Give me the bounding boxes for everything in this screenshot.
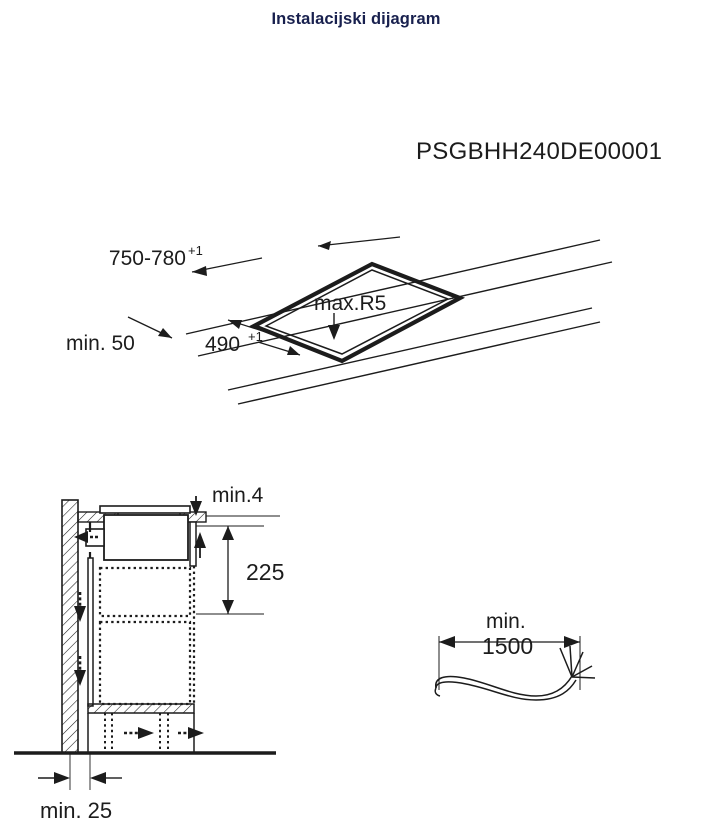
dimension-depth-tolerance: +1 xyxy=(248,329,263,344)
dimension-depth: 490 +1 xyxy=(205,319,301,356)
model-code-label: PSGBHH240DE00001 xyxy=(416,138,663,165)
dimension-wall-gap-label: min. 25 xyxy=(40,798,112,823)
dimension-depth-label: 490 xyxy=(205,333,240,356)
worktop-front-edge xyxy=(227,307,601,405)
dimension-width-label: 750-780 xyxy=(109,247,186,270)
cable-min-prefix-label: min. xyxy=(486,610,526,633)
dimension-top-clearance: min.4 xyxy=(190,484,280,517)
airflow-arrow-right-outer xyxy=(178,727,204,739)
dimension-rear-clearance: min. 50 xyxy=(66,316,173,355)
installation-cross-section-diagram: min.4 225 min. 25 xyxy=(14,484,284,823)
cutout-opening xyxy=(248,261,466,364)
connection-box xyxy=(74,528,105,547)
worktop-rear-edge xyxy=(185,239,613,357)
cabinet-side-panel xyxy=(189,521,197,567)
cable-wire-strands xyxy=(559,645,596,679)
oven-lower-outline xyxy=(98,620,192,706)
dimension-cabinet-depth-label: 225 xyxy=(246,559,284,585)
worktop-cutout-diagram: 750-780 +1 490 +1 min. 50 max.R5 xyxy=(66,236,613,405)
dimension-corner-radius: max.R5 xyxy=(314,292,386,340)
cabinet-back-panel xyxy=(87,557,94,707)
cable-length-label: 1500 xyxy=(482,633,533,659)
rear-wall xyxy=(61,499,79,754)
dimension-width: 750-780 +1 xyxy=(109,236,401,276)
cable-dimension-arrow xyxy=(439,636,580,648)
oven-upper-outline xyxy=(98,566,196,706)
cable-body xyxy=(434,675,577,701)
hob-body xyxy=(103,514,189,561)
cabinet-bottom-shelf xyxy=(87,703,195,714)
hob-glass-plate xyxy=(99,505,191,514)
airflow-arrow-right-inner xyxy=(124,727,154,739)
dimension-top-clearance-label: min.4 xyxy=(212,484,264,507)
dimension-corner-radius-label: max.R5 xyxy=(314,292,386,315)
power-cable-diagram: min. 1500 xyxy=(434,610,596,701)
dimension-wall-gap: min. 25 xyxy=(38,753,122,823)
dimension-cabinet-depth: 225 xyxy=(194,525,284,615)
airflow-arrow-down-upper xyxy=(74,592,86,622)
airflow-arrow-down-lower xyxy=(74,656,86,686)
dimension-rear-clearance-label: min. 50 xyxy=(66,332,135,355)
page-title: Instalacijski dijagram xyxy=(271,10,441,28)
cable-extension-lines xyxy=(438,636,581,690)
dimension-width-tolerance: +1 xyxy=(188,243,203,258)
